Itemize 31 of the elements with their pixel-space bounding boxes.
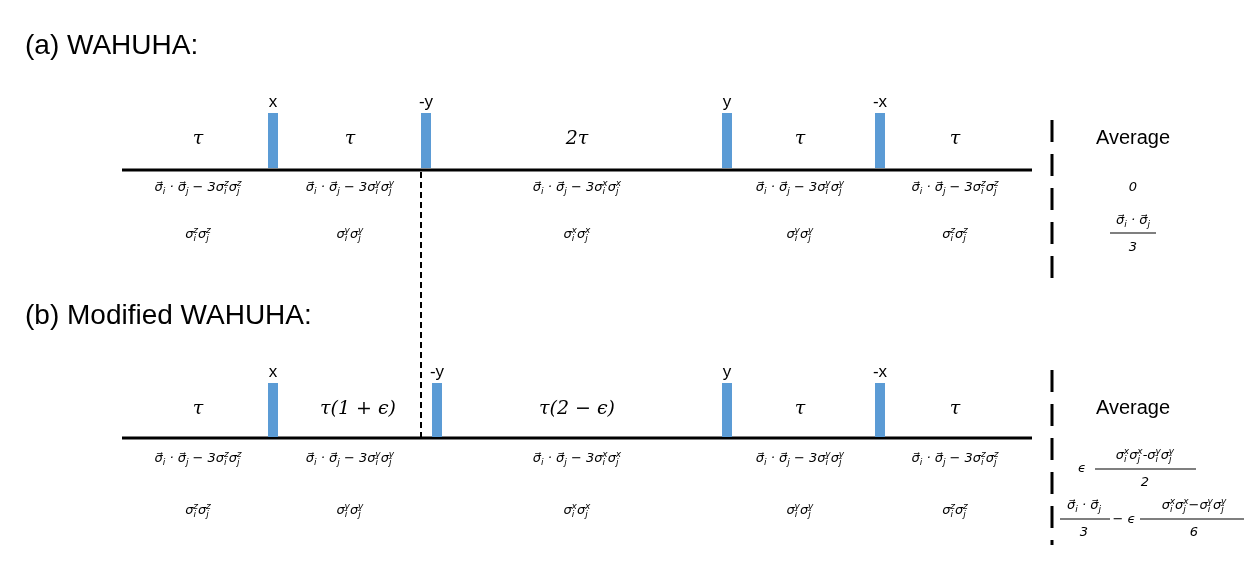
fraction-numerator: σ⃗$_{i}$ · σ⃗$_{j}$ bbox=[1116, 212, 1150, 228]
pulse-phase-label: x bbox=[268, 92, 278, 112]
delay-label: τ bbox=[949, 126, 961, 148]
delay-label: τ bbox=[344, 126, 356, 148]
panel-heading: (a) WAHUHA: bbox=[25, 29, 199, 61]
column-heading: Average bbox=[1095, 396, 1171, 418]
average-value: − ϵ bbox=[1112, 511, 1136, 527]
delay-label: τ(1 + ϵ) bbox=[319, 396, 397, 418]
fraction-denominator: 6 bbox=[1189, 524, 1199, 540]
panel-heading: (b) Modified WAHUHA: bbox=[25, 299, 312, 331]
average-value: ϵ bbox=[1078, 460, 1086, 476]
delay-label: τ bbox=[192, 396, 204, 418]
pulse-phase-label: -x bbox=[872, 92, 888, 112]
delay-label: 2τ bbox=[565, 126, 589, 148]
delay-label: τ(2 − ϵ) bbox=[538, 396, 616, 418]
delay-label: τ bbox=[794, 396, 806, 418]
average-value: 0 bbox=[1128, 179, 1138, 195]
pulse-phase-label: -y bbox=[418, 92, 434, 112]
fraction-denominator: 2 bbox=[1140, 474, 1150, 490]
fraction-denominator: 3 bbox=[1079, 524, 1089, 540]
pulse-phase-label: x bbox=[268, 362, 278, 382]
pulse-phase-label: y bbox=[722, 92, 732, 112]
pulse-phase-label: -y bbox=[429, 362, 445, 382]
fraction-numerator: σ⃗$_{i}$ · σ⃗$_{j}$ bbox=[1067, 497, 1101, 513]
delay-label: τ bbox=[192, 126, 204, 148]
delay-label: τ bbox=[949, 396, 961, 418]
pulse-phase-label: y bbox=[722, 362, 732, 382]
pulse-phase-label: -x bbox=[872, 362, 888, 382]
delay-label: τ bbox=[794, 126, 806, 148]
column-heading: Average bbox=[1095, 126, 1171, 148]
fraction-denominator: 3 bbox=[1128, 239, 1138, 255]
